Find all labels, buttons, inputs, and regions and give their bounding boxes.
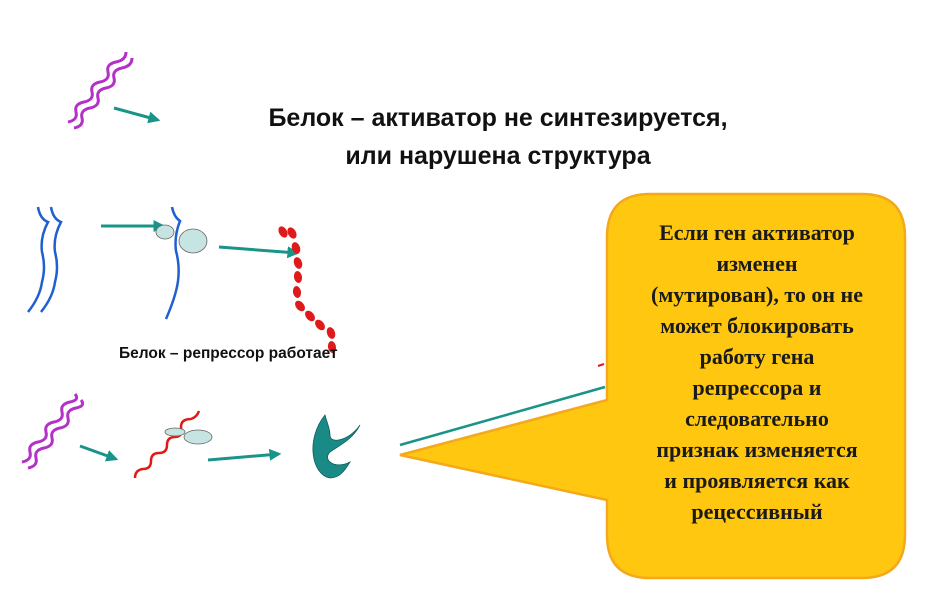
repressor-protein: [278, 226, 337, 353]
red-mark: [597, 363, 605, 367]
callout-bubble: [399, 192, 907, 580]
repressor-label: Белок – репрессор работает: [119, 345, 338, 362]
arrow-top: [113, 106, 161, 124]
callout-text: Если ген активатор изменен (мутирован), …: [651, 220, 863, 524]
repressor-gene: [27, 206, 63, 313]
arrow-2: [218, 245, 300, 259]
callout-line: (мутирован), то он не: [651, 282, 863, 307]
title-line-1: Белок – активатор не синтезируется,: [268, 104, 727, 132]
arrow-4: [207, 448, 282, 462]
callout-line: и проявляется как: [664, 468, 850, 493]
activator-transcription: [133, 410, 213, 479]
arrow-5: [399, 385, 606, 447]
title-line-2: или нарушена структура: [345, 142, 651, 170]
arrow-3: [79, 444, 119, 462]
callout-line: рецессивный: [691, 499, 823, 524]
activator-gene-top: [67, 51, 134, 130]
activator-protein-crescent: [312, 414, 361, 479]
callout-line: признак изменяется: [656, 437, 857, 462]
repressor-transcription: [155, 206, 208, 320]
callout-line: изменен: [716, 251, 797, 276]
activator-gene-bottom: [21, 393, 85, 470]
callout-line: работу гена: [700, 344, 815, 369]
callout-line: Если ген активатор: [659, 220, 855, 245]
callout-line: репрессора и: [693, 375, 822, 400]
callout-line: может блокировать: [660, 313, 854, 338]
callout-line: следовательно: [685, 406, 829, 431]
